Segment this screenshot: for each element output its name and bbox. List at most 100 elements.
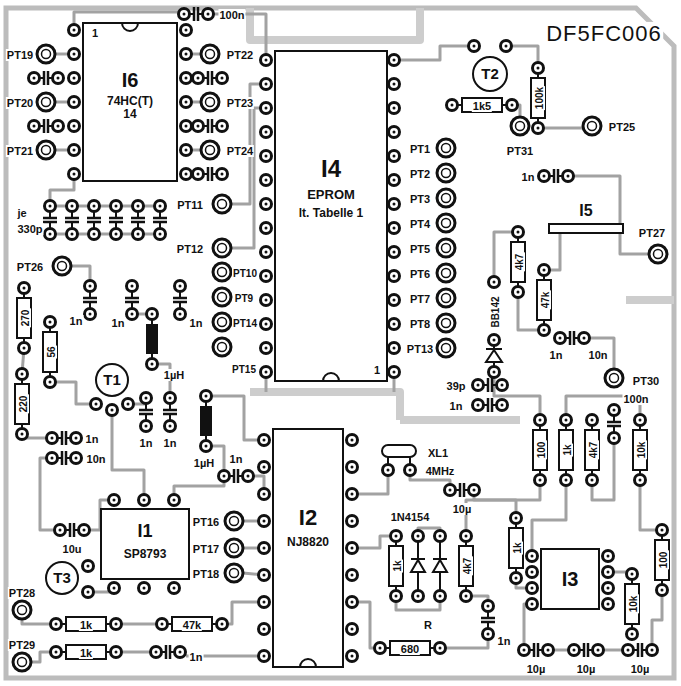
copper-trace — [474, 490, 516, 518]
solder-pad — [473, 400, 484, 411]
solder-pad — [347, 624, 358, 635]
test-point-name: PT16 — [192, 513, 220, 529]
solder-pad — [243, 471, 254, 482]
part-value: 10µ — [526, 660, 547, 676]
solder-pad — [193, 169, 204, 180]
test-point-name: PT20 — [6, 94, 34, 110]
solder-pad — [155, 201, 166, 212]
solder-pad — [259, 570, 270, 581]
solder-pad — [533, 63, 544, 74]
solder-pad — [347, 516, 358, 527]
test-point — [13, 653, 31, 671]
part-value: 10u — [62, 540, 83, 556]
test-point — [213, 313, 231, 331]
test-point-name: PT12 — [176, 240, 204, 256]
solder-pad — [29, 73, 40, 84]
part-value: 1n — [111, 317, 126, 329]
solder-pad — [261, 103, 272, 114]
part-value: 4k7 — [462, 557, 473, 576]
ground-trace — [250, 392, 400, 420]
solder-pad — [139, 495, 150, 506]
part-value: 1n — [497, 632, 512, 648]
note: je — [16, 207, 27, 219]
part-value: 270 — [16, 309, 32, 328]
solder-pad — [217, 73, 228, 84]
ic-notch — [323, 373, 339, 381]
part-value: 100 — [654, 551, 670, 570]
solder-pad — [445, 485, 456, 496]
part-value: 1k5 — [472, 97, 492, 113]
solder-pad — [389, 247, 400, 258]
ic-notch — [120, 22, 140, 34]
test-point-name: PT28 — [8, 584, 36, 600]
solder-pad — [543, 645, 554, 656]
part-value: 1n — [521, 171, 536, 183]
part-label: I3 — [562, 568, 579, 590]
copper-trace — [394, 46, 474, 60]
test-point — [13, 601, 31, 619]
solder-pad — [389, 319, 400, 330]
solder-pad — [389, 223, 400, 234]
ic-notch — [321, 370, 341, 382]
solder-pad — [261, 343, 272, 354]
solder-pad — [259, 462, 270, 473]
test-point-name: PT11 — [176, 199, 204, 211]
solder-pad — [389, 151, 400, 162]
solder-pad — [79, 525, 90, 536]
part-value: 1k — [392, 559, 403, 572]
solder-pad — [29, 121, 40, 132]
solder-pad — [175, 281, 186, 292]
test-point-name: PT12 — [176, 243, 204, 255]
part-value: 4k7 — [588, 441, 599, 460]
solder-pad — [497, 400, 508, 411]
solder-pad — [157, 619, 168, 630]
solder-pad — [19, 343, 30, 354]
test-point-name: PT23 — [226, 97, 254, 109]
solder-pad — [259, 489, 270, 500]
solder-pad — [623, 645, 634, 656]
part-value: 1k — [388, 559, 404, 572]
test-point — [37, 141, 55, 159]
solder-pad — [513, 227, 524, 238]
solder-pad — [261, 271, 272, 282]
solder-pad — [71, 453, 82, 464]
solder-pad — [469, 41, 480, 52]
test-point-name: PT9 — [234, 293, 254, 304]
copper-trace — [174, 481, 224, 500]
solder-pad — [511, 513, 522, 524]
copper-trace — [494, 372, 540, 420]
test-point-name: PT4 — [409, 218, 431, 230]
crystal-symbol — [382, 445, 416, 457]
part-label: EPROM — [307, 188, 355, 202]
solder-pad — [527, 599, 538, 610]
test-point-name: PT5 — [409, 240, 431, 256]
test-point — [225, 539, 243, 557]
solder-pad — [533, 123, 544, 134]
solder-pad — [165, 393, 176, 404]
solder-pad — [261, 175, 272, 186]
diode-symbol — [411, 560, 425, 572]
copper-trace — [466, 480, 540, 536]
solder-pad — [609, 405, 620, 416]
solder-pad — [389, 127, 400, 138]
test-point — [437, 289, 455, 307]
test-point-name: PT6 — [409, 265, 431, 281]
copper-trace — [440, 634, 488, 648]
part-value: 100 — [536, 441, 547, 460]
part-value: 39p — [446, 377, 467, 393]
part-value: 10n — [588, 349, 609, 361]
part-value: 10µ — [630, 663, 651, 675]
ic-notch — [298, 656, 318, 668]
part-value: 100n — [622, 393, 649, 405]
test-point-name: PT24 — [226, 142, 254, 158]
ic-outline: I1SP8793 — [100, 508, 190, 580]
part-value: 10k — [632, 441, 648, 460]
solder-pad — [587, 415, 598, 426]
part-value: 10k — [624, 595, 640, 614]
solder-pad — [123, 399, 134, 410]
diode-symbol — [433, 558, 447, 560]
part-label: I2 — [299, 506, 317, 530]
part-value: 100 — [658, 551, 669, 570]
test-point-name: PT18 — [192, 565, 220, 581]
